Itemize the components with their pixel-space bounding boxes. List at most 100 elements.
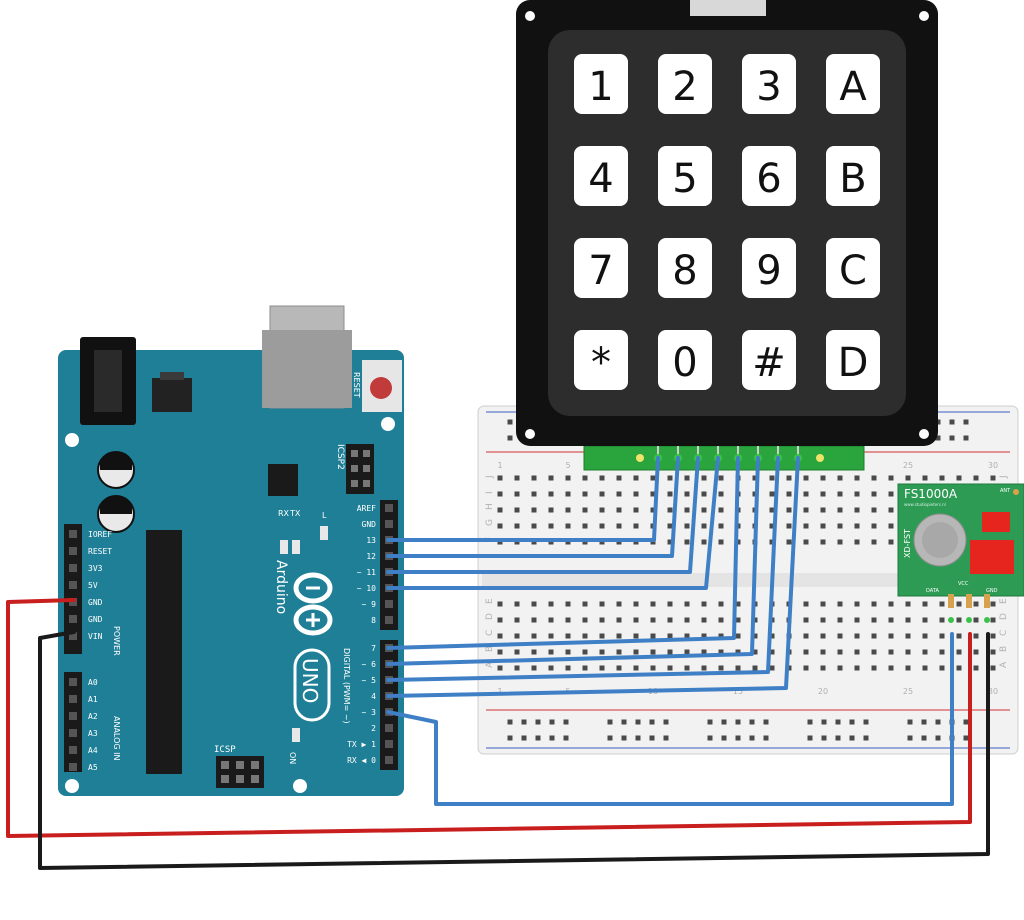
breadboard-hole: [582, 633, 588, 639]
breadboard-hole: [514, 475, 520, 481]
breadboard-hole: [616, 649, 622, 655]
breadboard-hole: [718, 475, 724, 481]
digital-pin-label: GND: [362, 520, 377, 529]
keypad-key[interactable]: [658, 238, 712, 298]
breadboard-hole: [701, 523, 707, 529]
breadboard-hole: [905, 601, 911, 607]
breadboard-hole: [837, 649, 843, 655]
breadboard-hole: [871, 601, 877, 607]
power-pin-label: GND: [88, 615, 103, 624]
analog-section-label: ANALOG IN: [112, 716, 121, 761]
breadboard-hole: [769, 539, 775, 545]
icsp2-pin: [351, 465, 358, 472]
breadboard-hole: [922, 601, 928, 607]
breadboard-rail-hole: [921, 735, 927, 741]
analog-pin-label: A0: [88, 678, 98, 687]
breadboard-hole: [514, 617, 520, 623]
keypad-key[interactable]: [826, 146, 880, 206]
analog-pin-label: A5: [88, 763, 98, 772]
keypad-key[interactable]: [574, 330, 628, 390]
header-pin: [385, 756, 393, 764]
breadboard-hole: [531, 649, 537, 655]
breadboard-rail-hole: [749, 735, 755, 741]
breadboard-rail-hole: [563, 735, 569, 741]
breadboard-hole: [905, 633, 911, 639]
breadboard-hole: [582, 601, 588, 607]
keypad-key[interactable]: [742, 238, 796, 298]
breadboard-hole: [548, 523, 554, 529]
breadboard-rail-hole: [621, 735, 627, 741]
breadboard-hole: [837, 617, 843, 623]
keypad-key[interactable]: [742, 54, 796, 114]
breadboard-hole: [667, 475, 673, 481]
breadboard-hole: [667, 601, 673, 607]
breadboard-rail-hole: [521, 735, 527, 741]
breadboard-hole: [684, 665, 690, 671]
breadboard-hole: [531, 633, 537, 639]
wire-rf-data: [386, 632, 954, 806]
breadboard-hole: [888, 633, 894, 639]
keypad-key[interactable]: [658, 54, 712, 114]
header-pin: [69, 729, 77, 737]
breadboard-hole: [786, 491, 792, 497]
keypad-key[interactable]: [658, 330, 712, 390]
mount-hole: [381, 417, 395, 431]
reset-button[interactable]: [370, 377, 392, 399]
row-letter: J: [485, 475, 495, 479]
l-label: L: [322, 511, 327, 520]
analog-header: [64, 672, 82, 772]
keypad-key[interactable]: [826, 238, 880, 298]
rf-chip-2: [970, 540, 1014, 574]
keypad-key[interactable]: [826, 54, 880, 114]
breadboard-hole: [667, 649, 673, 655]
column-number: 1: [497, 687, 502, 696]
breadboard-hole: [565, 617, 571, 623]
breadboard-hole: [548, 649, 554, 655]
breadboard-hole: [650, 665, 656, 671]
breadboard-rail-hole: [835, 719, 841, 725]
breadboard-hole: [735, 649, 741, 655]
breadboard-hole: [565, 633, 571, 639]
breadboard-hole: [871, 649, 877, 655]
breadboard-hole: [701, 649, 707, 655]
digital-section-label: DIGITAL (PWM= ~): [342, 648, 351, 724]
breadboard-hole: [599, 523, 605, 529]
breadboard-hole: [599, 617, 605, 623]
keypad-key[interactable]: [574, 54, 628, 114]
keypad-key[interactable]: [658, 146, 712, 206]
keypad-key[interactable]: [742, 330, 796, 390]
keypad-key[interactable]: [574, 146, 628, 206]
keypad-key[interactable]: [826, 330, 880, 390]
breadboard-hole: [820, 601, 826, 607]
breadboard-hole: [803, 475, 809, 481]
header-pin: [69, 530, 77, 538]
icsp2-label: ICSP2: [335, 444, 345, 470]
breadboard-hole: [548, 601, 554, 607]
row-letter: A: [999, 661, 1009, 668]
breadboard-hole: [854, 649, 860, 655]
keypad-key[interactable]: [742, 146, 796, 206]
breadboard-hole: [582, 491, 588, 497]
keypad-key-label: 9: [756, 248, 781, 294]
breadboard-rail-hole: [763, 735, 769, 741]
breadboard-hole: [854, 539, 860, 545]
rf-resonator-inner: [922, 522, 958, 558]
keypad-key[interactable]: [574, 238, 628, 298]
breadboard-hole: [582, 523, 588, 529]
icsp-pin: [221, 775, 229, 783]
breadboard-hole: [905, 617, 911, 623]
breadboard-hole: [769, 507, 775, 513]
power-pin-label: GND: [88, 598, 103, 607]
breadboard-hole: [735, 601, 741, 607]
breadboard-hole: [701, 601, 707, 607]
breadboard-hole: [956, 633, 962, 639]
breadboard-hole: [718, 665, 724, 671]
icsp2-pin: [351, 480, 358, 487]
row-letter: E: [999, 598, 1009, 604]
keypad-key-label: C: [839, 248, 867, 294]
digital-pin-label: TX ▶ 1: [347, 740, 376, 749]
breadboard-rail-hole: [963, 435, 969, 441]
arduino-logo: [293, 572, 333, 636]
digital-pin-label: RX ◀ 0: [347, 756, 376, 765]
breadboard-hole: [514, 491, 520, 497]
